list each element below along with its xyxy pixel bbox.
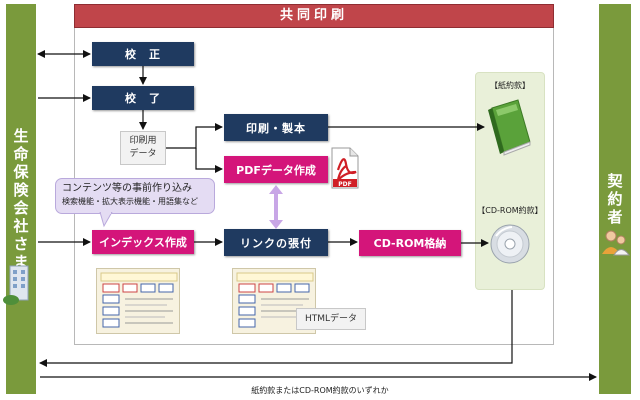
vertical-char: 命 (13, 145, 29, 163)
svg-text:PDF: PDF (338, 181, 351, 188)
prework-callout: コンテンツ等の事前作り込み 検索機能・拡大表示機能・用語集など (55, 178, 215, 214)
cdrom-box: CD-ROM格納 (359, 230, 461, 256)
right-party-bar: 契約者 (599, 4, 631, 394)
callout-line2: 検索機能・拡大表示機能・用語集など (62, 197, 198, 206)
pdf-box: PDFデータ作成 (224, 156, 328, 183)
index-thumbnail (96, 268, 180, 334)
vertical-char: 生 (13, 127, 29, 145)
vertical-char: さ (13, 235, 29, 253)
vertical-char: 契 (607, 172, 623, 190)
insatsu-data-line2: データ (129, 149, 157, 159)
data-pdf-arrow (195, 148, 223, 173)
pdf-link-sync-arrow (269, 185, 283, 229)
left-party-bar: 生命保険会社さま (6, 4, 36, 394)
footer-note: 紙約款またはCD-ROM約款のいずれか (251, 386, 389, 395)
callout-line1: コンテンツ等の事前作り込み (62, 183, 192, 194)
paper-label: 【紙約款】 (490, 81, 530, 90)
cd-icon (490, 224, 530, 264)
person-icon (602, 230, 630, 256)
cdrom-label: 【CD-ROM約款】 (477, 206, 543, 215)
left-party-label: 生命保険会社さま (13, 127, 28, 271)
link-box: リンクの張付 (224, 229, 328, 256)
vertical-char: 者 (607, 208, 623, 226)
return-arrow (39, 290, 513, 367)
vertical-char: 保 (13, 163, 29, 181)
ryo-box: 校 了 (92, 86, 194, 110)
html-data-box: HTMLデータ (296, 308, 366, 330)
callout-tail (99, 212, 113, 228)
right-party-label: 契約者 (607, 172, 622, 226)
pdf-icon: PDF (331, 147, 359, 189)
building-icon (3, 265, 29, 305)
insatsu-data-line1: 印刷用 (129, 136, 157, 146)
seihon-box: 印刷・製本 (224, 114, 328, 141)
vertical-char: 約 (607, 190, 623, 208)
data-seihon-arrow (166, 123, 223, 149)
kosei-box: 校 正 (92, 42, 194, 66)
book-icon (488, 99, 531, 156)
vertical-char: 険 (13, 181, 29, 199)
vertical-char: 社 (13, 217, 29, 235)
vertical-char: 会 (13, 199, 29, 217)
index-box: インデックス作成 (92, 230, 194, 254)
kyodo-title: 共同印刷 (74, 4, 554, 28)
insatsu-data-box: 印刷用 データ (120, 131, 166, 165)
